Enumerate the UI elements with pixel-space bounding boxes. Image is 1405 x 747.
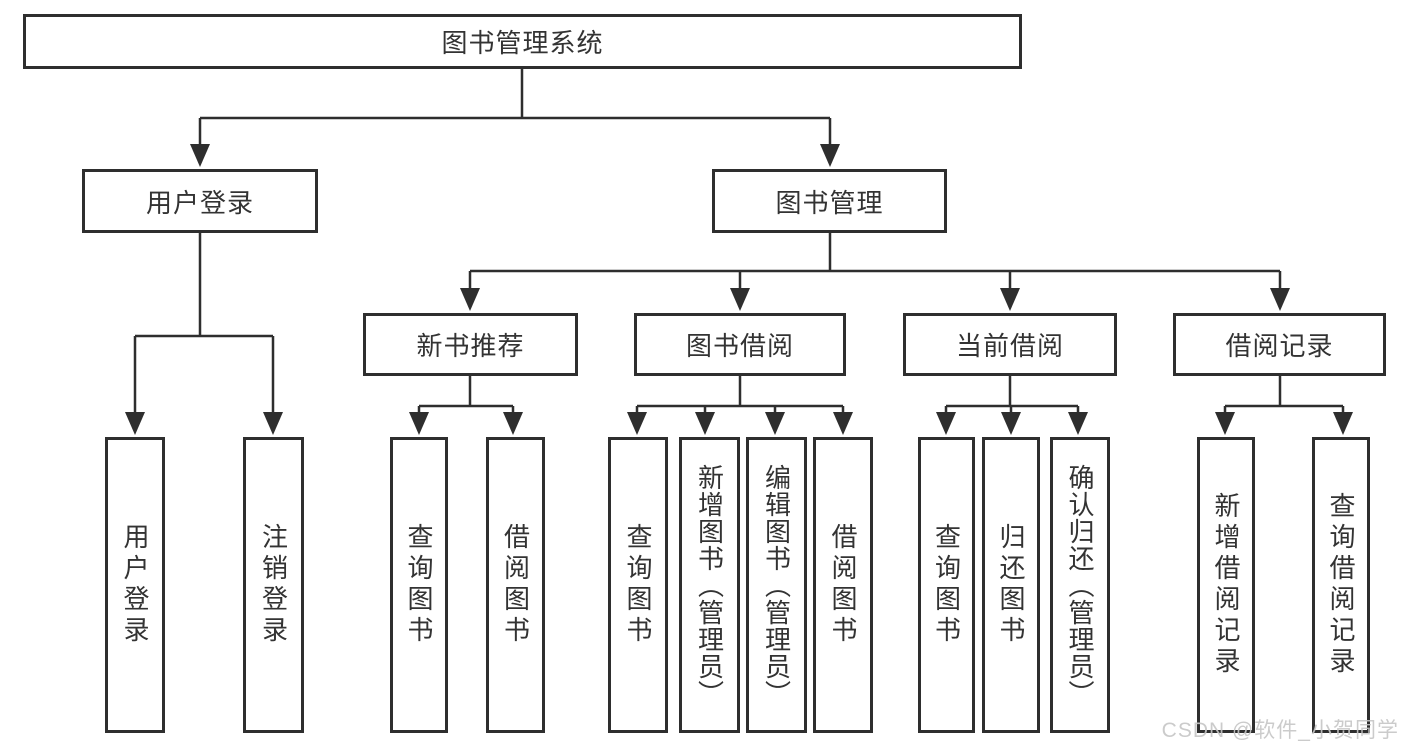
leaf-add-borrow-record-label: 新增借阅记录 <box>1211 492 1241 678</box>
node-user-login-label: 用户登录 <box>145 187 254 218</box>
node-user-login: 用户登录 <box>82 169 318 233</box>
watermark: CSDN @软件_小贺同学 <box>1161 719 1399 742</box>
node-book-borrow: 图书借阅 <box>634 313 846 376</box>
leaf-query-books-1: 查询图书 <box>390 437 448 733</box>
leaf-borrow-books-1-label: 借阅图书 <box>500 523 531 647</box>
leaf-add-borrow-record: 新增借阅记录 <box>1197 437 1255 733</box>
leaf-confirm-return-admin-label: 确认归还（管理员） <box>1065 463 1095 707</box>
node-book-borrow-label: 图书借阅 <box>685 331 794 361</box>
node-current-borrow-label: 当前借阅 <box>955 331 1064 361</box>
node-library-system: 图书管理系统 <box>23 14 1022 69</box>
leaf-borrow-books-1: 借阅图书 <box>486 437 545 733</box>
node-new-book-recommend: 新书推荐 <box>363 313 578 376</box>
leaf-user-login-label: 用户登录 <box>120 523 150 647</box>
leaf-edit-book-admin-label: 编辑图书（管理员） <box>761 463 792 707</box>
leaf-user-login: 用户登录 <box>105 437 165 733</box>
leaf-add-book-admin: 新增图书（管理员） <box>679 437 740 733</box>
leaf-edit-book-admin: 编辑图书（管理员） <box>746 437 807 733</box>
leaf-logout-label: 注销登录 <box>258 523 289 647</box>
leaf-query-books-3-label: 查询图书 <box>931 523 962 647</box>
node-current-borrow: 当前借阅 <box>903 313 1117 376</box>
leaf-query-books-3: 查询图书 <box>918 437 975 733</box>
node-new-book-recommend-label: 新书推荐 <box>416 331 525 361</box>
leaf-query-borrow-record-label: 查询借阅记录 <box>1326 492 1356 678</box>
node-library-system-label: 图书管理系统 <box>441 28 604 58</box>
leaf-confirm-return-admin: 确认归还（管理员） <box>1050 437 1110 733</box>
node-book-management-label: 图书管理 <box>775 187 884 218</box>
leaf-logout: 注销登录 <box>243 437 304 733</box>
arrowheads <box>125 144 1353 435</box>
leaf-return-books-label: 归还图书 <box>996 523 1026 647</box>
leaf-query-borrow-record: 查询借阅记录 <box>1312 437 1370 733</box>
leaf-add-book-admin-label: 新增图书（管理员） <box>694 463 725 707</box>
leaf-query-books-1-label: 查询图书 <box>404 523 434 647</box>
node-book-management: 图书管理 <box>712 169 947 233</box>
node-borrow-records-label: 借阅记录 <box>1225 331 1334 361</box>
leaf-borrow-books-2: 借阅图书 <box>813 437 873 733</box>
leaf-query-books-2: 查询图书 <box>608 437 668 733</box>
leaf-borrow-books-2-label: 借阅图书 <box>828 523 858 647</box>
leaf-query-books-2-label: 查询图书 <box>623 523 653 647</box>
node-borrow-records: 借阅记录 <box>1173 313 1386 376</box>
leaf-return-books: 归还图书 <box>982 437 1040 733</box>
